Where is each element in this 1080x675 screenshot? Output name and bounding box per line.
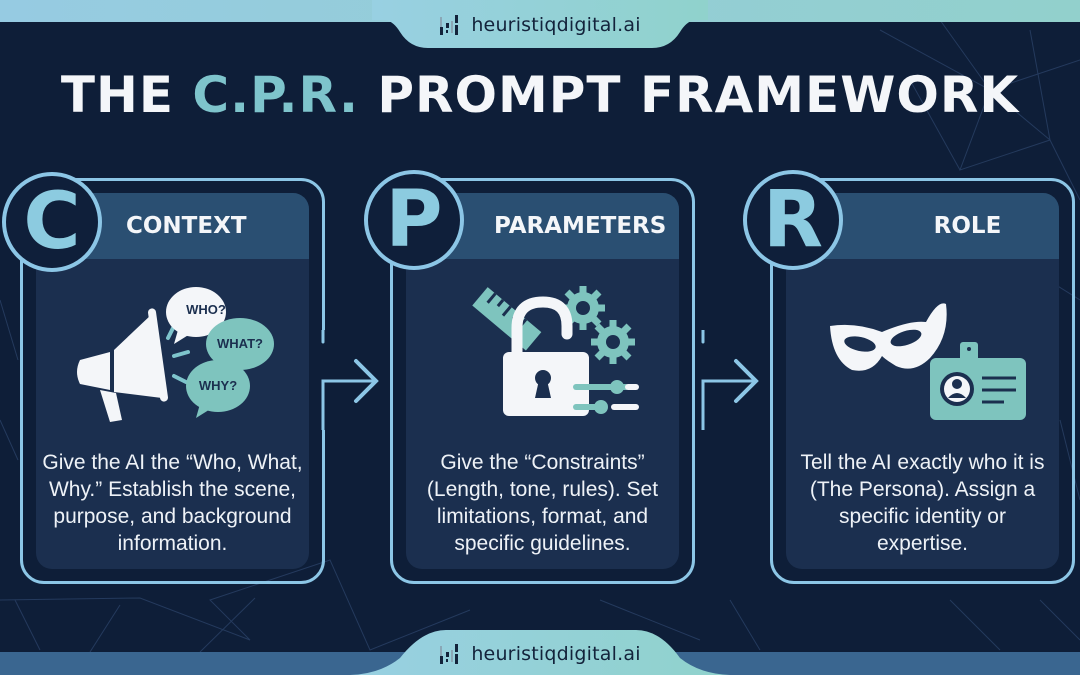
bottom-logo-tab-shape [350, 630, 730, 675]
title-suffix: PROMPT FRAMEWORK [358, 66, 1020, 124]
pixel-bars-logo-icon [440, 15, 459, 35]
top-brand-logo[interactable]: heuristiqdigital.ai [395, 0, 685, 50]
letter-badge-p: P [364, 170, 464, 270]
arrow-connector-2 [700, 330, 759, 430]
letter-badge-c: C [2, 172, 102, 272]
arrow-connector-1 [320, 330, 379, 430]
card-role-heading: ROLE [933, 213, 1002, 239]
megaphone-speech-bubbles-icon [77, 287, 274, 422]
card-parameters-description: Give the “Constraints” (Length, tone, ru… [426, 451, 659, 555]
lock-ruler-gears-sliders-icon [472, 286, 639, 416]
card-parameters-panel: PARAMETERS Give the “Constraints” (Lengt… [406, 193, 679, 569]
pixel-bars-logo-icon [440, 643, 459, 664]
title-prefix: THE [60, 66, 193, 124]
brand-name: heuristiqdigital.ai [471, 14, 641, 36]
bubble-who: WHO? [186, 302, 226, 317]
page-title: THE C.P.R. PROMPT FRAMEWORK [0, 66, 1080, 124]
title-accent: C.P.R. [192, 66, 359, 124]
bubble-what: WHAT? [217, 336, 263, 351]
letter-badge-r: R [743, 170, 843, 270]
mask-id-badge-icon [830, 303, 1026, 420]
brand-name: heuristiqdigital.ai [471, 642, 641, 665]
card-role-description: Tell the AI exactly who it is (The Perso… [800, 451, 1045, 555]
bottom-brand-logo[interactable]: heuristiqdigital.ai [400, 628, 680, 675]
card-parameters-heading: PARAMETERS [494, 213, 667, 239]
bubble-why: WHY? [198, 378, 238, 393]
card-context-heading: CONTEXT [126, 213, 247, 239]
top-logo-tab-shape [372, 0, 708, 48]
card-context-description: Give the AI the “Who, What, Why.” Establ… [42, 451, 303, 555]
card-parameters: PARAMETERS Give the “Constraints” (Lengt… [390, 178, 695, 584]
